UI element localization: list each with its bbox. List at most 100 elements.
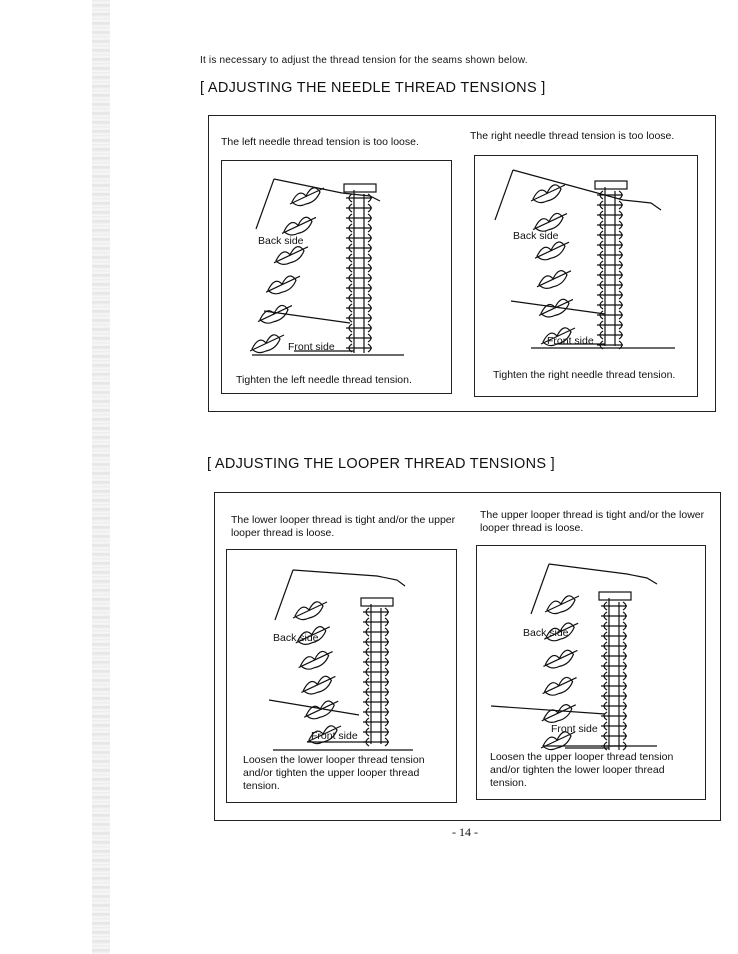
stitch-thread bbox=[542, 677, 577, 695]
edge-stitch bbox=[601, 691, 627, 701]
edge-stitch bbox=[601, 661, 627, 671]
fabric-edge-line bbox=[268, 699, 360, 716]
loop-stitch bbox=[536, 241, 566, 261]
stitch-thread bbox=[301, 675, 336, 693]
fabric-edge-line bbox=[494, 169, 514, 221]
scan-binding-edge bbox=[92, 0, 110, 954]
edge-stitch bbox=[601, 741, 627, 751]
edge-stitch bbox=[601, 641, 627, 651]
loop-stitch bbox=[259, 304, 289, 324]
fabric-edge-line bbox=[255, 178, 275, 230]
intro-text: It is necessary to adjust the thread ten… bbox=[200, 55, 528, 66]
stitch-thread bbox=[540, 731, 576, 749]
front-side-label: Front side bbox=[551, 723, 598, 735]
fabric-edge-line bbox=[548, 563, 658, 585]
stitch-thread bbox=[292, 601, 328, 619]
edge-stitch bbox=[597, 270, 623, 280]
stitch-thread bbox=[303, 700, 339, 718]
loop-stitch bbox=[540, 298, 570, 318]
edge-stitch bbox=[597, 220, 623, 230]
needle-right-description: The right needle thread tension is too l… bbox=[470, 130, 675, 142]
edge-stitch bbox=[346, 323, 372, 333]
loop-stitch bbox=[534, 212, 564, 232]
edge-stitch bbox=[363, 727, 389, 737]
edge-stitch bbox=[363, 627, 389, 637]
edge-stitch bbox=[601, 671, 627, 681]
fabric-edge-line bbox=[510, 300, 606, 315]
needle-left-seam-illustration bbox=[249, 178, 404, 356]
fabric-edge-line bbox=[263, 310, 351, 324]
loop-stitch bbox=[302, 675, 333, 695]
seam-end bbox=[343, 183, 377, 193]
page-number: - 14 - bbox=[452, 825, 478, 839]
looper-left-instruction: Loosen the lower looper thread tension a… bbox=[243, 754, 425, 792]
edge-stitch bbox=[601, 721, 627, 731]
edge-stitch bbox=[346, 273, 372, 283]
fabric-edge-line bbox=[490, 705, 606, 715]
edge-stitch bbox=[597, 210, 623, 220]
loop-stitch bbox=[543, 704, 573, 723]
edge-stitch bbox=[597, 200, 623, 210]
edge-stitch bbox=[346, 203, 372, 213]
edge-stitch bbox=[597, 300, 623, 310]
edge-stitch bbox=[363, 667, 389, 677]
edge-stitch bbox=[363, 687, 389, 697]
edge-stitch bbox=[363, 697, 389, 707]
loop-stitch bbox=[546, 595, 576, 615]
stitch-thread bbox=[534, 241, 570, 259]
stitch-thread bbox=[532, 213, 568, 231]
edge-stitch bbox=[597, 340, 623, 350]
loop-stitch bbox=[544, 649, 575, 669]
edge-stitch bbox=[601, 701, 627, 711]
stitch-thread bbox=[544, 595, 580, 613]
needle-right-instruction: Tighten the right needle thread tension. bbox=[493, 369, 676, 381]
edge-stitch bbox=[597, 240, 623, 250]
edge-stitch bbox=[346, 193, 372, 203]
stitch-thread bbox=[295, 626, 331, 644]
needle-section-heading: [ ADJUSTING THE NEEDLE THREAD TENSIONS ] bbox=[200, 80, 546, 96]
edge-stitch bbox=[346, 213, 372, 223]
looper-section-heading: [ ADJUSTING THE LOOPER THREAD TENSIONS ] bbox=[207, 456, 555, 472]
front-side-label: Front side bbox=[288, 341, 335, 353]
stitch-thread bbox=[538, 298, 574, 316]
edge-stitch bbox=[363, 707, 389, 717]
edge-stitch bbox=[597, 250, 623, 260]
stitch-thread bbox=[543, 649, 578, 667]
edge-stitch bbox=[601, 611, 627, 621]
needle-left-description: The left needle thread tension is too lo… bbox=[221, 136, 419, 148]
loop-stitch bbox=[291, 187, 321, 207]
looper-right-description: The upper looper thread is tight and/or … bbox=[480, 509, 705, 534]
edge-stitch bbox=[597, 280, 623, 290]
looper-left-seam-illustration bbox=[268, 569, 413, 751]
edge-stitch bbox=[601, 731, 627, 741]
edge-stitch bbox=[363, 607, 389, 617]
seam-end bbox=[594, 180, 628, 190]
edge-stitch bbox=[597, 290, 623, 300]
edge-stitch bbox=[597, 260, 623, 270]
loop-stitch bbox=[283, 216, 313, 236]
loop-stitch bbox=[305, 700, 335, 720]
stitch-thread bbox=[541, 704, 577, 722]
stitch-thread bbox=[298, 651, 333, 669]
back-side-label: Back side bbox=[523, 627, 569, 639]
edge-stitch bbox=[346, 313, 372, 323]
edge-stitch bbox=[346, 283, 372, 293]
loop-stitch bbox=[294, 601, 324, 621]
stitch-thread bbox=[273, 246, 309, 264]
loop-stitch bbox=[538, 270, 568, 289]
edge-stitch bbox=[597, 320, 623, 330]
front-side-label: Front side bbox=[547, 335, 594, 347]
edge-stitch bbox=[597, 190, 623, 200]
fabric-edge-line bbox=[530, 563, 550, 615]
edge-stitch bbox=[346, 253, 372, 263]
edge-stitch bbox=[363, 647, 389, 657]
needle-right-panel: Back side Front side Tighten the right n… bbox=[474, 155, 698, 397]
edge-stitch bbox=[601, 651, 627, 661]
edge-stitch bbox=[346, 293, 372, 303]
stitch-thread bbox=[265, 275, 301, 293]
stitch-thread bbox=[530, 184, 566, 202]
loop-stitch bbox=[251, 334, 281, 354]
edge-stitch bbox=[363, 677, 389, 687]
stitch-thread bbox=[281, 216, 317, 234]
edge-stitch bbox=[601, 621, 627, 631]
